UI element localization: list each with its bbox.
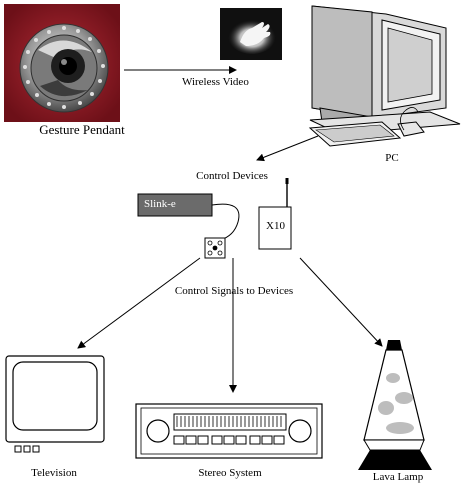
arrow-to-lava-lamp [299, 257, 383, 347]
lava-lamp-icon [358, 340, 432, 470]
pc-computer-icon [308, 5, 461, 147]
gesture-pendant-label: Gesture Pendant [39, 122, 125, 137]
pc-label: PC [385, 152, 399, 164]
pc-to-control-arrow [256, 135, 319, 162]
stereo-icon [135, 403, 323, 459]
control-devices-label: Control Devices [196, 170, 268, 182]
wireless-video-label: Wireless Video [182, 76, 249, 88]
x10-label: X10 [266, 220, 285, 232]
slink-e-device [137, 193, 240, 241]
gesture-pendant-photo [4, 4, 120, 122]
arrow-to-television [77, 257, 201, 349]
slink-e-label: Slink-e [144, 198, 176, 210]
television-icon [5, 355, 105, 453]
ir-emitter-icon [204, 237, 226, 259]
lava-lamp-label: Lava Lamp [372, 471, 424, 483]
stereo-system-label: Stereo System [198, 467, 262, 479]
television-label: Television [31, 467, 77, 479]
x10-transmitter-icon [258, 178, 292, 250]
control-signals-label: Control Signals to Devices [174, 285, 294, 297]
hand-video-thumbnail [220, 8, 282, 60]
